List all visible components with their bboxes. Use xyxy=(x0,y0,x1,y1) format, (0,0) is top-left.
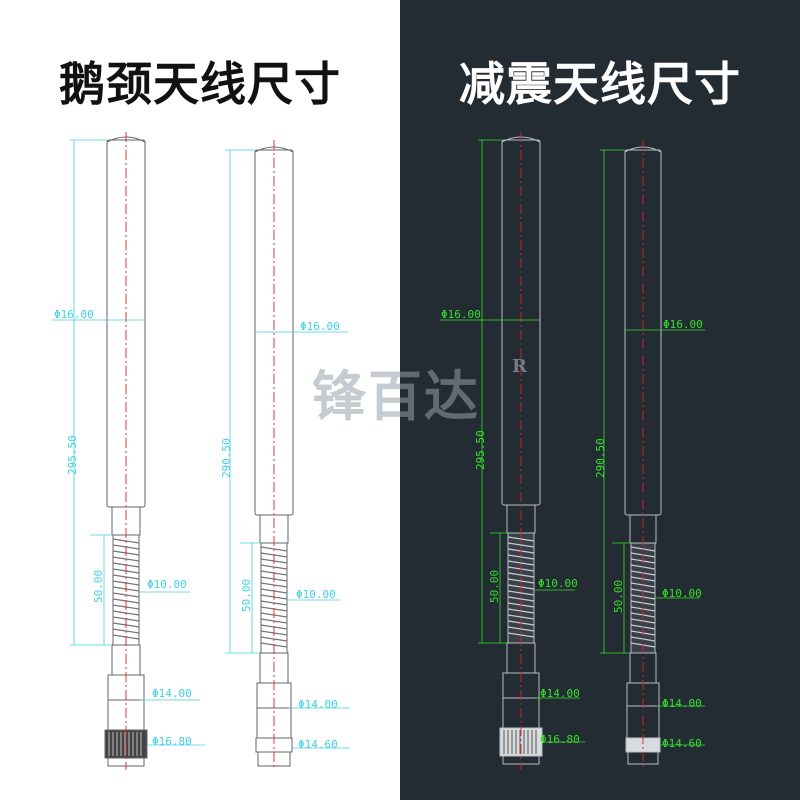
shock-absorber-panel: 减震天线尺寸 xyxy=(400,0,800,800)
dimension-label: Φ10.00 xyxy=(662,587,702,600)
registered-mark: R xyxy=(512,356,527,377)
dimension-label: Φ16.80 xyxy=(152,735,192,748)
dimension-label: Φ16.00 xyxy=(441,308,481,321)
dimension-label: Φ10.00 xyxy=(147,578,187,591)
dimension-label: Φ14.00 xyxy=(540,687,580,700)
brand-watermark: 锋百达 xyxy=(312,365,480,428)
dimension-label: 290.50 xyxy=(220,438,233,478)
dimension-label: Φ14.00 xyxy=(298,698,338,711)
dimension-label: Φ14.60 xyxy=(662,737,702,750)
dimension-label: Φ16.00 xyxy=(300,320,340,333)
dimension-label: 50.00 xyxy=(488,570,501,603)
dimension-label: 50.00 xyxy=(240,579,253,612)
gooseneck-panel: 鹅颈天线尺寸 xyxy=(59,57,341,111)
shock-b-dimensions xyxy=(600,149,705,746)
dimension-label: 290.50 xyxy=(594,438,607,478)
dimension-label: 50.00 xyxy=(92,570,105,603)
dimension-label: Φ14.00 xyxy=(662,697,702,710)
gooseneck-a-dimensions xyxy=(52,139,205,746)
shock-a-dimensions xyxy=(440,139,585,743)
gooseneck-title: 鹅颈天线尺寸 xyxy=(59,57,341,111)
dimension-label: Φ14.00 xyxy=(152,687,192,700)
dimension-label: Φ10.00 xyxy=(296,588,336,601)
dimension-label: Φ10.00 xyxy=(538,577,578,590)
dimension-label: 295.50 xyxy=(474,430,487,470)
dimension-label: Φ16.00 xyxy=(663,318,703,331)
dimension-label: Φ16.80 xyxy=(540,733,580,746)
dimension-label: Φ14.60 xyxy=(298,738,338,751)
gooseneck-b-dimensions xyxy=(225,149,350,749)
dimension-label: 295.50 xyxy=(66,435,79,475)
shock-absorber-title: 减震天线尺寸 xyxy=(459,57,741,111)
dimension-label: 50.00 xyxy=(612,580,625,613)
dimension-label: Φ16.00 xyxy=(54,308,94,321)
